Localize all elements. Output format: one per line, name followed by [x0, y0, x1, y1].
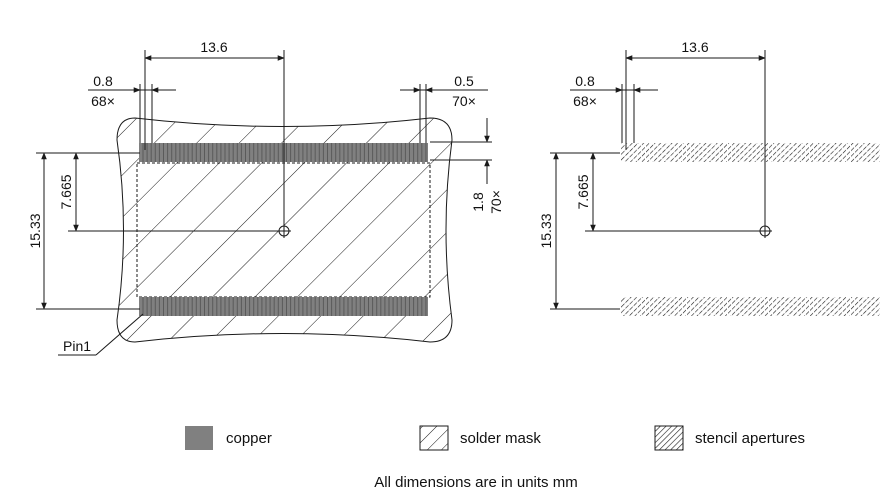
stencil-row-bottom [621, 297, 880, 316]
pitch-label-right-view: 0.8 [575, 73, 595, 89]
legend: copper solder mask stencil apertures [185, 425, 805, 451]
legend-solder-mask-label: solder mask [460, 430, 541, 447]
pad-length-dimension [430, 118, 492, 184]
pitch-count-right: 70× [452, 93, 476, 109]
legend-copper-swatch [185, 426, 213, 450]
height-dimension-right [550, 152, 620, 310]
pin1-leader [58, 313, 144, 356]
pin1-label: Pin1 [63, 338, 91, 354]
width-dimension-right [625, 50, 766, 224]
width-dimension [144, 50, 285, 224]
copper-pad-row-bottom [139, 297, 428, 316]
width-dimension-label-right: 13.6 [681, 39, 708, 55]
half-height-dimension-right [550, 152, 758, 232]
pitch-dimension-right [400, 84, 488, 143]
half-height-label: 7.665 [58, 174, 74, 209]
legend-stencil-label: stencil apertures [695, 430, 805, 447]
height-label: 15.33 [27, 213, 43, 248]
height-label-right: 15.33 [538, 213, 554, 248]
legend-copper-label: copper [226, 430, 272, 447]
right-view: 13.6 0.8 68× 7.665 15.33 [538, 39, 880, 316]
pitch-dimension-left [88, 84, 176, 143]
pad-length-label: 1.8 [470, 192, 486, 212]
legend-stencil-swatch [654, 425, 684, 451]
stencil-aperture-body [621, 297, 880, 316]
height-dimension [36, 152, 140, 310]
units-note: All dimensions are in units mm [374, 474, 577, 491]
half-height-label-right: 7.665 [575, 174, 591, 209]
pitch-label-right: 0.5 [454, 73, 474, 89]
pitch-label-left: 0.8 [93, 73, 113, 89]
width-dimension-label: 13.6 [200, 39, 227, 55]
left-view: 13.6 0.8 68× 0.5 70× 1.8 70× [27, 39, 504, 356]
pitch-count-left: 68× [91, 93, 115, 109]
center-mark [277, 224, 291, 238]
pitch-dimension-right-view [570, 84, 658, 143]
legend-solder-mask-swatch [419, 425, 449, 451]
pad-length-count: 70× [488, 190, 504, 214]
center-mark-right [758, 224, 772, 238]
stencil-aperture-body [621, 143, 880, 162]
pitch-count-right-view: 68× [573, 93, 597, 109]
half-height-dimension [68, 152, 277, 232]
stencil-row-top [621, 143, 880, 162]
